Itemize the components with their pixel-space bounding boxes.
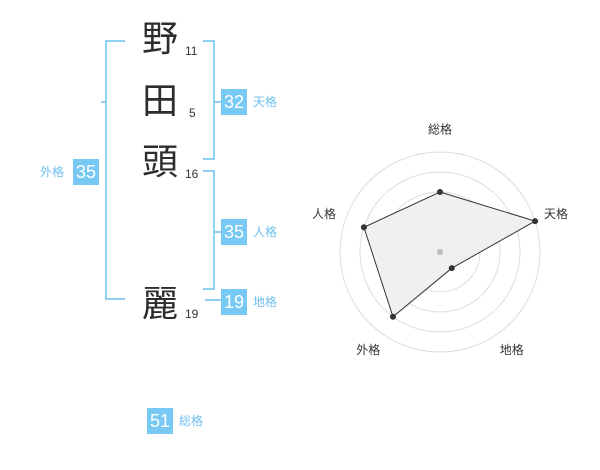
- radar-polygon: [363, 191, 537, 318]
- jinkaku-bracket-vertical: [213, 170, 215, 290]
- tenkaku-bracket-vertical: [213, 40, 215, 160]
- tenkaku-bracket-top: [203, 40, 215, 42]
- stroke-count-2: 5: [189, 106, 196, 120]
- tenkaku-label: 天格: [253, 95, 278, 109]
- radar-axis-label-3: 地格: [500, 342, 524, 357]
- tenkaku-connector: [213, 101, 221, 103]
- jinkaku-label: 人格: [253, 225, 278, 239]
- soukaku-label: 総格: [179, 414, 204, 428]
- gaikaku-bracket-vertical: [105, 40, 107, 300]
- chikaku-label: 地格: [253, 295, 278, 309]
- radar-point-4: [389, 313, 396, 320]
- tenkaku-bracket-bottom: [203, 158, 215, 160]
- gaikaku-bracket-bottom: [105, 298, 125, 300]
- radar-ring-4: [359, 171, 521, 333]
- tenkaku-value: 32: [221, 89, 247, 115]
- radar-center-point: [437, 249, 443, 255]
- radar-axis-label-4: 外格: [356, 342, 380, 357]
- radar-shape: [360, 189, 539, 320]
- jinkaku-connector: [213, 231, 221, 233]
- radar-point-3: [448, 265, 455, 272]
- radar-ring-5: [339, 151, 541, 353]
- radar-axis-label-5: 人格: [312, 206, 336, 221]
- radar-point-5: [360, 224, 367, 231]
- chikaku-value: 19: [221, 289, 247, 315]
- radar-axis-label-2: 天格: [544, 206, 568, 221]
- gaikaku-bracket-top: [105, 40, 125, 42]
- name-char-1: 野: [142, 19, 179, 60]
- name-char-4: 麗: [142, 284, 179, 325]
- chikaku-connector: [205, 299, 221, 301]
- name-char-2: 田: [142, 81, 179, 122]
- jinkaku-value: 35: [221, 219, 247, 245]
- gaikaku-label: 外格: [40, 165, 65, 179]
- stroke-count-4: 19: [185, 307, 199, 321]
- stroke-count-1: 11: [185, 44, 198, 58]
- soukaku-value: 51: [147, 408, 173, 434]
- name-char-3: 頭: [142, 142, 179, 183]
- radar-axis-label-1: 総格: [428, 122, 452, 137]
- stroke-count-3: 16: [185, 167, 199, 181]
- radar-point-1: [437, 189, 443, 195]
- gaikaku-connector: [101, 101, 107, 103]
- jinkaku-bracket-top: [203, 170, 215, 172]
- radar-point-2: [532, 218, 539, 225]
- gaikaku-value: 35: [73, 159, 99, 185]
- jinkaku-bracket-bottom: [203, 288, 215, 290]
